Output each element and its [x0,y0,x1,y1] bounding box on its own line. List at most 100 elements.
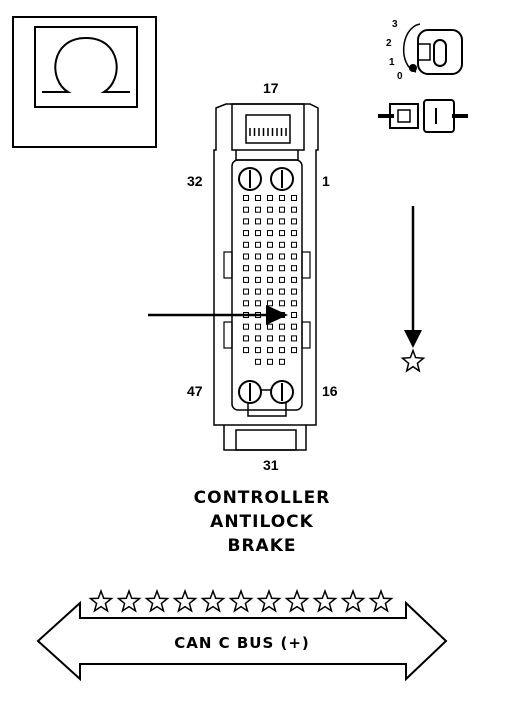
connector-pin-cavity [255,230,261,237]
connector-pin-cavity [255,241,261,248]
star-icon [400,348,426,373]
pin-label-top-left: 32 [187,173,203,189]
ignition-position-2: 2 [386,38,392,49]
connector-pin-cavity [243,253,249,260]
connector-latch-teeth [249,128,287,136]
ignition-key-icon: 3 2 1 0 [386,19,463,82]
connector-pin-cavity [291,265,297,272]
connector-pin-cavity [267,335,273,342]
connector-pin-cavity [243,323,249,330]
star-icon [144,588,170,613]
connector-pin-cavity [267,230,273,237]
connector-pin-cavity [255,335,261,342]
connector-pin-cavity [243,195,249,201]
ignition-position-1: 1 [389,57,395,68]
connector-pin-cavity [243,288,249,295]
connector-pin-cavity [291,241,297,248]
connector-pin-cavity [267,265,273,272]
connector-pin-cavity [291,312,297,318]
connector-pin-cavity [291,288,297,295]
fuse-connector-icon [378,99,468,133]
component-name-line3: BRAKE [228,536,297,556]
connector-pin-cavity [279,358,285,365]
connector-pin-cavity [267,347,273,354]
connector-pin-grid [243,195,297,365]
star-icon [172,588,198,613]
pin-label-top-right: 1 [322,173,330,189]
pin-label-bottom-right: 16 [322,383,338,399]
connector-pin-cavity [243,265,249,272]
connector-pin-cavity [291,195,297,201]
connector-pin-cavity [255,195,261,201]
star-icon [88,588,114,613]
star-icon [228,588,254,613]
connector-pin-cavity [291,253,297,260]
pin-label-bottom: 31 [263,457,279,473]
connector-pin-cavity [267,276,273,283]
connector-pin-cavity [279,265,285,272]
connector-pin-cavity [243,300,249,307]
connector-pin-cavity [255,218,261,225]
omega-power-icon [12,16,157,148]
connector-body [213,103,319,451]
connector-pin-cavity [279,288,285,295]
connector-pin-cavity [279,218,285,225]
connector-pin-cavity [291,300,297,307]
star-icon [116,588,142,613]
connector-pin-cavity [279,195,285,201]
component-name-line1: CONTROLLER [194,488,331,508]
connector-pin-cavity [267,253,273,260]
connector-pin-cavity [291,218,297,225]
connector-pin-cavity [243,218,249,225]
connector-pin-cavity [291,206,297,213]
connector-pin-cavity [267,241,273,248]
connector-screws [238,167,294,404]
bus-star-row [88,588,394,613]
connector-pin-cavity [291,347,297,354]
connector-pin-cavity [279,206,285,213]
connector-pin-cavity [267,300,273,307]
connector-pin-cavity [279,276,285,283]
star-icon [200,588,226,613]
connector-pin-cavity [291,276,297,283]
connector-pin-cavity [279,347,285,354]
connector-pin-cavity [279,323,285,330]
star-icon [256,588,282,613]
connector-pin-cavity [267,358,273,365]
connector-pin-cavity [279,241,285,248]
connector-pin-cavity [243,276,249,283]
connector-pin-cavity [255,288,261,295]
connector-pin-cavity [255,253,261,260]
connector-pin-cavity [267,323,273,330]
ignition-position-0: 0 [397,71,403,82]
pin-pointer-arrow [148,305,288,325]
connector-pin-cavity [255,323,261,330]
connector-pin-cavity [243,230,249,237]
component-name-line2: ANTILOCK [210,512,314,532]
connector-pin-cavity [255,347,261,354]
can-bus-double-arrow [36,600,448,682]
connector-pin-cavity [279,230,285,237]
connector-pin-cavity [255,300,261,307]
down-arrow [404,206,422,348]
connector-pin-cavity [291,230,297,237]
star-icon [284,588,310,613]
connector-pin-cavity [255,358,261,365]
connector-pin-cavity [243,206,249,213]
connector-pin-cavity [291,323,297,330]
connector-pin-cavity [279,253,285,260]
connector-pin-cavity [255,206,261,213]
connector-pin-cavity [267,288,273,295]
connector-pin-cavity [267,195,273,201]
ignition-position-3: 3 [392,19,398,30]
connector-pin-cavity [255,265,261,272]
pin-label-top: 17 [263,80,279,96]
connector-pin-cavity [255,276,261,283]
pin-label-bottom-left: 47 [187,383,203,399]
connector-pin-cavity [267,218,273,225]
connector-pin-cavity [243,347,249,354]
connector-pin-cavity [267,206,273,213]
star-icon [312,588,338,613]
star-icon [368,588,394,613]
